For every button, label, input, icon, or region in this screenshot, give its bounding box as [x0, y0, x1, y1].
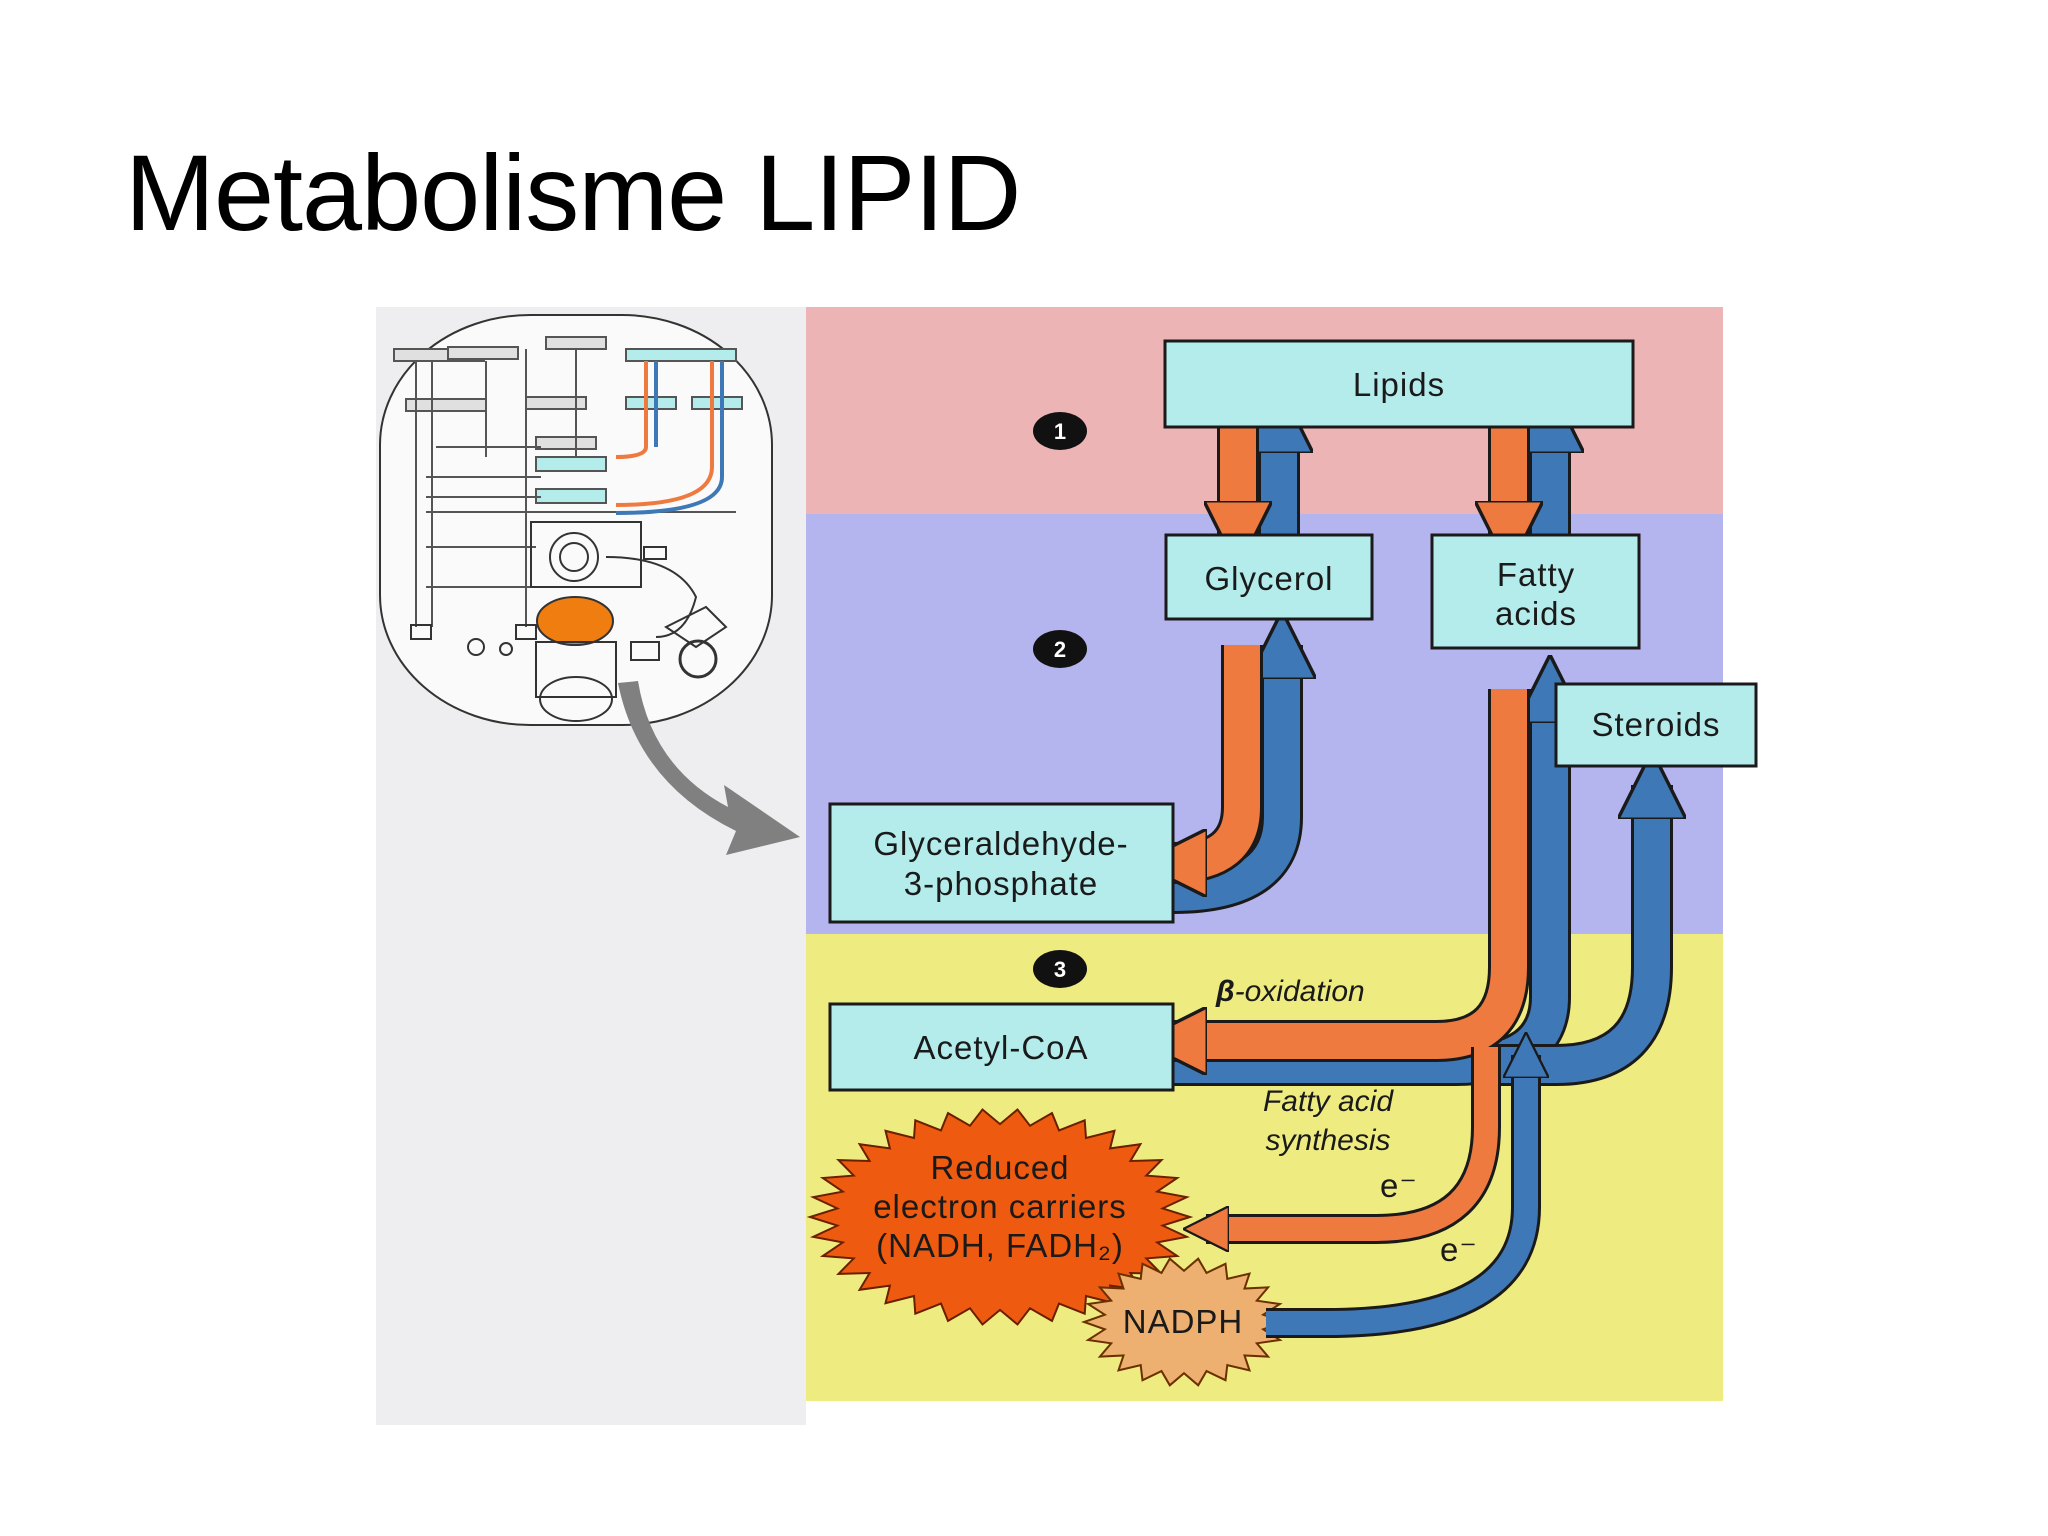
step-2-marker: 2 — [1033, 630, 1087, 668]
fatty-acid-synthesis-label-line-1: Fatty acid — [1263, 1085, 1394, 1118]
fatty-acids-label-line-2: acids — [1495, 595, 1577, 632]
g3p-label-line-1: Glyceraldehyde- — [873, 825, 1128, 862]
step-3-marker: 3 — [1033, 950, 1087, 988]
fatty-acids-box: Fatty acids — [1430, 533, 1641, 650]
acetyl-coa-box: Acetyl-CoA — [828, 1002, 1175, 1092]
lipid-metabolism-diagram: 1 2 3 Reduced electron carriers (NADH, F… — [376, 307, 1758, 1425]
steroids-box: Steroids — [1554, 682, 1758, 768]
beta-oxidation-label: β-oxidation — [1215, 975, 1365, 1008]
nadph-burst: NADPH — [1080, 1257, 1288, 1387]
step-1-marker: 1 — [1033, 412, 1087, 450]
electron-label-anabolic: e⁻ — [1440, 1231, 1478, 1268]
glyceraldehyde-3-phosphate-box: Glyceraldehyde- 3-phosphate — [828, 802, 1175, 924]
nadph-label: NADPH — [1123, 1303, 1244, 1340]
arrows-anabolic — [1172, 419, 1652, 1338]
svg-text:1: 1 — [1054, 419, 1066, 444]
g3p-label-line-2: 3-phosphate — [904, 865, 1098, 902]
lipids-label: Lipids — [1353, 366, 1445, 403]
acetyl-coa-label: Acetyl-CoA — [913, 1029, 1088, 1066]
electron-label-catabolic: e⁻ — [1380, 1167, 1418, 1204]
reduced-line-3: (NADH, FADH₂) — [876, 1227, 1124, 1264]
reduced-line-1: Reduced — [930, 1149, 1069, 1186]
steroids-label: Steroids — [1591, 706, 1720, 743]
glycerol-label: Glycerol — [1204, 560, 1333, 597]
glycerol-box: Glycerol — [1164, 533, 1374, 621]
slide-title: Metabolisme LIPID — [125, 132, 1021, 253]
svg-text:2: 2 — [1054, 637, 1066, 662]
fatty-acids-label-line-1: Fatty — [1497, 556, 1575, 593]
svg-text:3: 3 — [1054, 957, 1066, 982]
arrows-catabolic — [1173, 419, 1509, 1229]
zoom-pointer-arrow — [618, 681, 800, 855]
cell-overview-thumbnail — [379, 314, 773, 726]
lipids-box: Lipids — [1163, 339, 1635, 429]
reduced-electron-carriers-burst: Reduced electron carriers (NADH, FADH₂) — [806, 1108, 1194, 1326]
reduced-line-2: electron carriers — [873, 1188, 1127, 1225]
fatty-acid-synthesis-label-line-2: synthesis — [1265, 1124, 1390, 1157]
